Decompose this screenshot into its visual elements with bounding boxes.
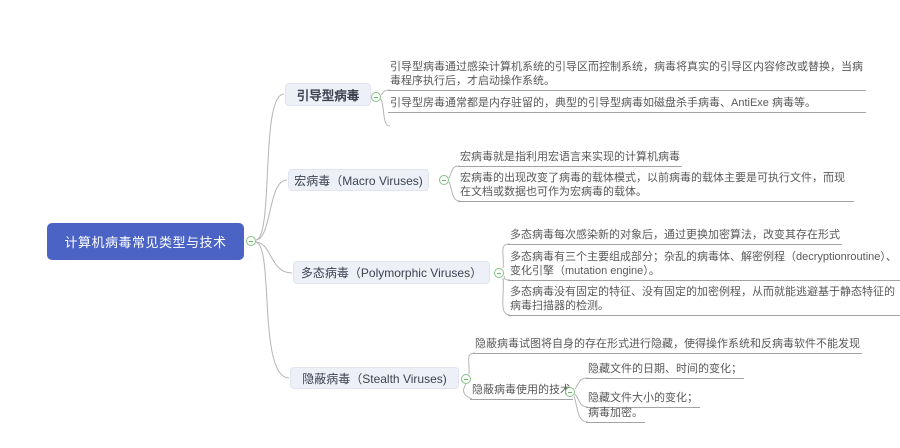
leaf-macro-1[interactable]: 宏病毒就是指利用宏语言来实现的计算机病毒	[458, 150, 682, 167]
leaf-polymorphic-3[interactable]: 多态病毒没有固定的特征、没有固定的加密例程，从而就能逃避基于静态特征的病毒扫描器…	[508, 285, 900, 316]
subbranch-stealth-techniques[interactable]: 隐蔽病毒使用的技术	[470, 383, 573, 400]
branch-node-boot-virus[interactable]: 引导型病毒	[285, 83, 371, 106]
leaf-boot-virus-2[interactable]: 引导型房毒通常都是内存驻留的，典型的引导型病毒如磁盘杀手病毒、AntiExe 病…	[388, 96, 866, 113]
leaf-macro-2[interactable]: 宏病毒的出现改变了病毒的载体模式，以前病毒的载体主要是可执行文件，而现在文档或数…	[458, 171, 854, 202]
collapse-icon-stealth-viruses[interactable]	[461, 374, 471, 384]
branch-label: 多态病毒（Polymorphic Viruses）	[300, 266, 483, 280]
leaf-polymorphic-1[interactable]: 多态病毒每次感染新的对象后，通过更换加密算法，改变其存在形式	[508, 228, 842, 245]
collapse-icon-boot-virus[interactable]	[371, 92, 381, 102]
branch-label: 隐蔽病毒（Stealth Viruses)	[302, 371, 447, 386]
collapse-icon-root[interactable]	[246, 236, 256, 246]
branch-node-polymorphic-viruses[interactable]: 多态病毒（Polymorphic Viruses）	[293, 261, 490, 284]
collapse-icon-polymorphic-viruses[interactable]	[494, 268, 504, 278]
root-node[interactable]: 计算机病毒常见类型与技术	[47, 223, 244, 260]
root-label: 计算机病毒常见类型与技术	[64, 235, 227, 250]
leaf-boot-virus-1[interactable]: 引导型病毒通过感染计算机系统的引导区而控制系统，病毒将真实的引导区内容修改或替换…	[388, 60, 866, 91]
collapse-icon-macro-viruses[interactable]	[439, 175, 449, 185]
leaf-stealth-technique-2[interactable]: 隐藏文件大小的变化；	[586, 391, 700, 408]
branch-node-stealth-viruses[interactable]: 隐蔽病毒（Stealth Viruses)	[290, 367, 459, 389]
branch-label: 引导型病毒	[296, 89, 360, 103]
branch-node-macro-viruses[interactable]: 宏病毒（Macro Viruses)	[288, 169, 429, 191]
leaf-polymorphic-2[interactable]: 多态病毒有三个主要组成部分；杂乱的病毒体、解密例程（decryptionrout…	[508, 250, 900, 281]
branch-label: 宏病毒（Macro Viruses)	[294, 173, 423, 188]
leaf-stealth-technique-1[interactable]: 隐藏文件的日期、时间的变化；	[586, 362, 744, 379]
leaf-stealth-1[interactable]: 隐蔽病毒试图将自身的存在形式进行隐藏，使得操作系统和反病毒软件不能发现	[473, 337, 862, 354]
leaf-stealth-technique-3[interactable]: 病毒加密。	[586, 406, 645, 423]
collapse-icon-stealth-techniques[interactable]	[565, 387, 575, 397]
